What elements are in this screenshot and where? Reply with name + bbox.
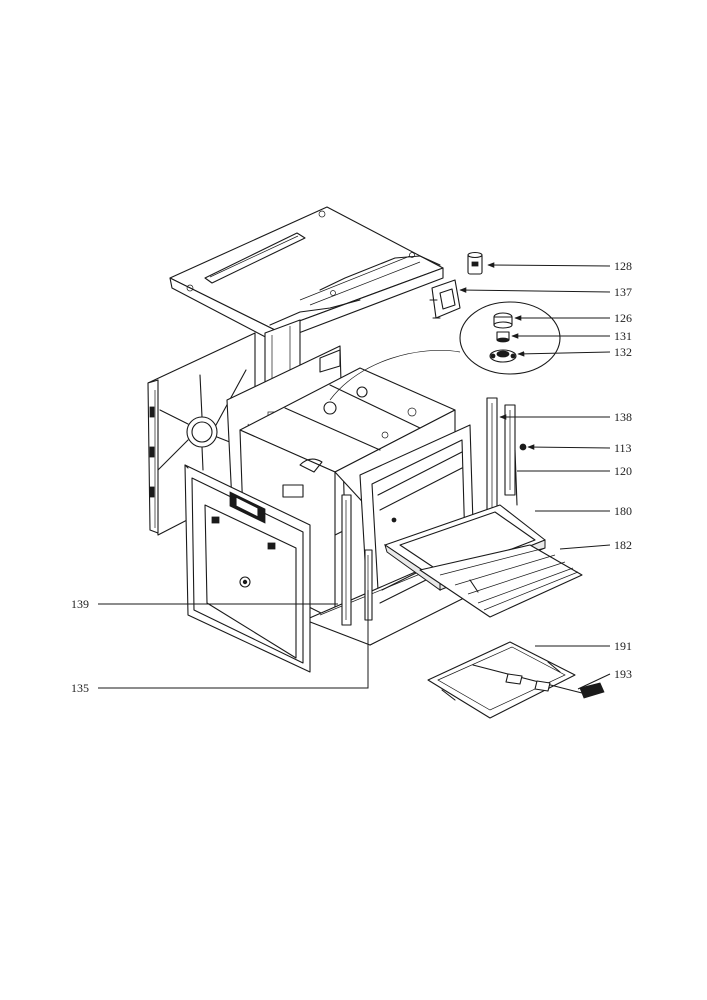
callout-182: 182 [614, 538, 632, 552]
oven-cavity [239, 367, 518, 646]
callout-138: 138 [614, 410, 632, 424]
callout-128: 128 [614, 259, 632, 273]
oven-door [184, 464, 311, 673]
callout-193: 193 [614, 667, 632, 681]
callout-labels: 128 137 126 131 132 138 113 120 180 182 … [71, 259, 632, 695]
screw-part [519, 443, 527, 451]
side-panel-fan [147, 332, 256, 536]
callout-180: 180 [614, 504, 632, 518]
leader-lines [98, 262, 611, 690]
top-cover-panel [169, 206, 444, 387]
callout-135: 135 [71, 681, 89, 695]
callout-126: 126 [614, 311, 632, 325]
callout-137: 137 [614, 285, 632, 299]
knob-part [467, 251, 483, 275]
callout-191: 191 [614, 639, 632, 653]
callout-120: 120 [614, 464, 632, 478]
callout-139: 139 [71, 597, 89, 611]
callout-113: 113 [614, 441, 632, 455]
lamp-bracket [429, 279, 461, 319]
lamp-detail-callout [329, 301, 561, 401]
callout-131: 131 [614, 329, 632, 343]
rotisserie-frame [427, 641, 605, 719]
wire-rack [419, 544, 583, 618]
callout-132: 132 [614, 345, 632, 359]
